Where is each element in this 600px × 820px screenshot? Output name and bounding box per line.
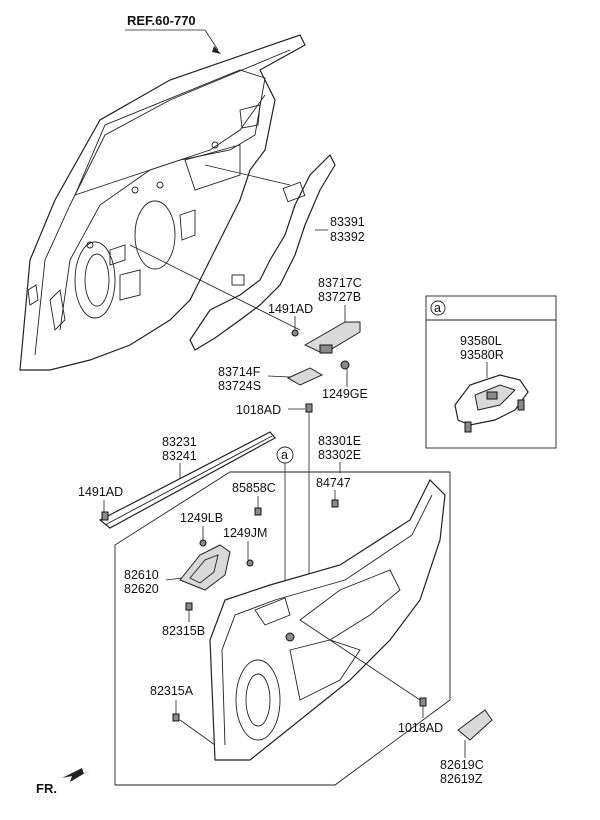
door-weatherstrip <box>189 153 336 351</box>
door-check <box>291 321 361 370</box>
label-83301E: 83301E <box>318 434 361 448</box>
label-1018AD-top: 1018AD <box>236 403 281 417</box>
label-83231-83241: 83231 83241 <box>162 435 197 478</box>
inside-handle <box>179 544 231 591</box>
label-82610-82620: 82610 82620 <box>124 568 183 596</box>
leader-1018AD-bottom-diag <box>329 639 421 701</box>
label-83301E-83302E: 83301E 83302E <box>318 434 361 473</box>
label-83727B: 83727B <box>318 290 361 304</box>
label-83231: 83231 <box>162 435 197 449</box>
label-82619Z: 82619Z <box>440 772 483 786</box>
label-82619C: 82619C <box>440 758 484 772</box>
label-83302E: 83302E <box>318 448 361 462</box>
label-82315B: 82315B <box>162 602 205 638</box>
label-93580L: 93580L <box>460 334 502 348</box>
door-trim-panel <box>209 478 446 761</box>
trim-cover-82619C <box>457 709 493 741</box>
label-83241: 83241 <box>162 449 197 463</box>
ref-leader <box>204 29 219 51</box>
pad-83714F <box>286 367 324 386</box>
label-1249JM: 1249JM <box>223 526 267 567</box>
belt-moulding <box>98 431 276 529</box>
label-1491AD-left: 1491AD <box>78 485 123 512</box>
label-83717C-83727B: 83717C 83727B <box>318 276 362 322</box>
leader-82315A-to-panel <box>179 719 216 746</box>
label-1249LB: 1249LB <box>180 511 223 525</box>
label-83724S: 83724S <box>218 379 261 393</box>
label-1249JM: 1249JM <box>223 526 267 540</box>
label-1491AD-left: 1491AD <box>78 485 123 499</box>
label-82620: 82620 <box>124 582 159 596</box>
label-82315A: 82315A <box>150 684 194 698</box>
label-84747: 84747 <box>316 476 351 508</box>
callout-a-letter: a <box>281 448 288 462</box>
ref-callout: REF.60-770 <box>125 13 221 54</box>
inset-frame <box>425 295 557 449</box>
label-83717C: 83717C <box>318 276 362 290</box>
label-1249LB: 1249LB <box>180 511 223 547</box>
label-1018AD-bottom: 1018AD <box>398 721 443 735</box>
label-83391-83392: 83391 83392 <box>315 215 365 244</box>
fr-arrow-icon <box>62 768 90 782</box>
inset-box: a 93580L 93580R <box>425 295 557 449</box>
front-direction-indicator: FR. <box>36 768 90 796</box>
label-1491AD-top: 1491AD <box>268 302 313 316</box>
label-83714F: 83714F <box>218 365 261 379</box>
door-frame <box>19 34 306 371</box>
fr-label: FR. <box>36 781 57 796</box>
leader-82610 <box>165 577 183 581</box>
leader-door-to-check <box>129 244 301 331</box>
leader-door-to-strip <box>204 164 291 186</box>
inset-marker: a <box>434 301 441 315</box>
label-85858C: 85858C <box>232 481 276 495</box>
label-82619C-82619Z: 82619C 82619Z <box>440 740 484 786</box>
trim-assembly-box <box>114 471 451 786</box>
label-82315A: 82315A <box>150 684 216 746</box>
label-1491AD-top: 1491AD <box>268 302 313 330</box>
label-1249GE: 1249GE <box>322 369 368 401</box>
leader-83714F <box>267 375 291 378</box>
label-82315B: 82315B <box>162 624 205 638</box>
clip-1018AD-top <box>305 403 313 413</box>
label-83392: 83392 <box>330 230 365 244</box>
label-84747: 84747 <box>316 476 351 490</box>
label-82610: 82610 <box>124 568 159 582</box>
label-93580R: 93580R <box>460 348 504 362</box>
label-1018AD-bottom: 1018AD <box>329 639 443 735</box>
label-1249GE: 1249GE <box>322 387 368 401</box>
label-83714F-83724S: 83714F 83724S <box>218 365 291 393</box>
label-83391: 83391 <box>330 215 365 229</box>
inset-marker-circle <box>430 300 446 316</box>
label-85858C: 85858C <box>232 481 276 516</box>
ref-label: REF.60-770 <box>127 13 196 28</box>
ref-arrowhead <box>212 46 221 54</box>
